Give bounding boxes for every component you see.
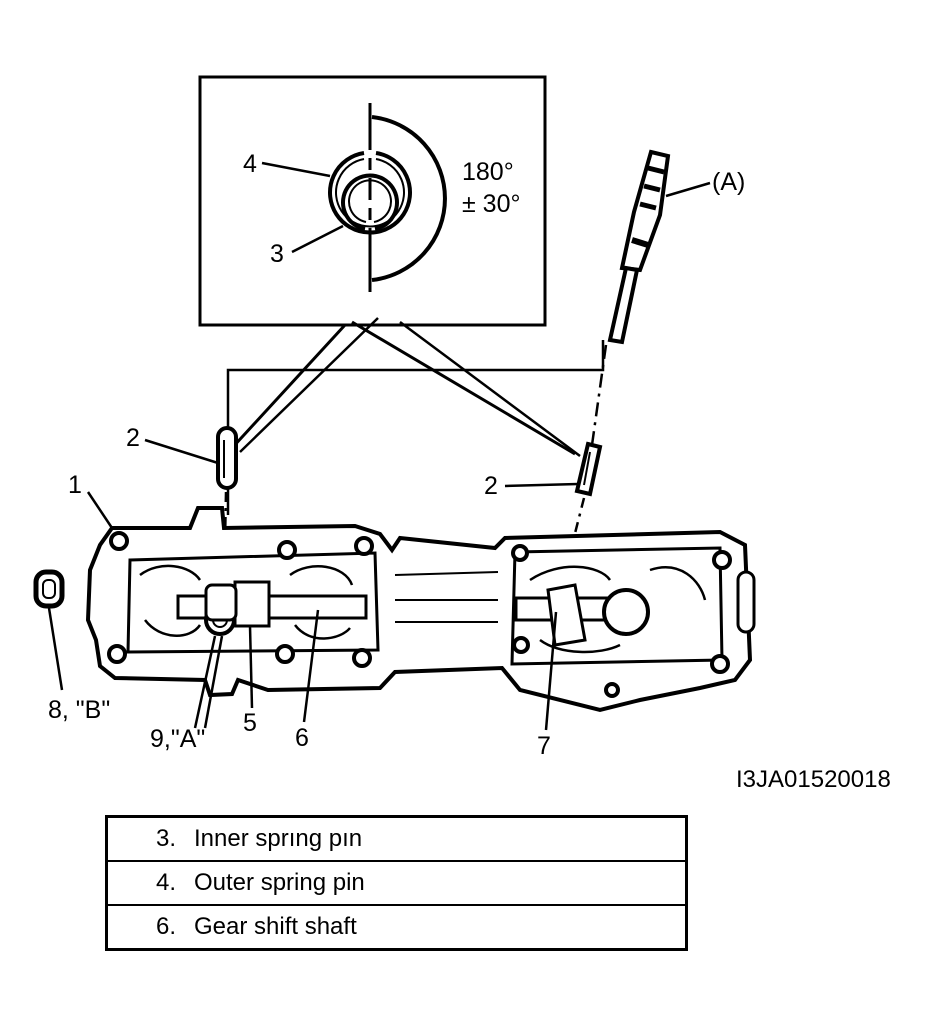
- gear-shift-case: 1: [68, 471, 756, 713]
- callout-4-inset: 4: [243, 150, 257, 178]
- inset-pointer: [230, 317, 581, 458]
- inset-detail: 4 3 180° ± 30°: [198, 75, 547, 327]
- legend-number: 3.: [155, 825, 176, 852]
- callout-8-b: 8, "B": [48, 696, 110, 724]
- angle-value-label: 180°: [462, 158, 514, 186]
- spring-pin-left: 2: [126, 424, 238, 591]
- legend-number: 4.: [155, 869, 176, 896]
- alignment-line: [226, 340, 605, 515]
- legend-row: 4. Outer spring pin: [105, 860, 688, 906]
- callout-1: 1: [68, 471, 82, 499]
- special-tool-a: (A): [590, 149, 745, 446]
- legend-text: Inner sprıng pın: [194, 825, 363, 852]
- callout-3-inset: 3: [270, 240, 284, 268]
- callout-6: 6: [295, 724, 309, 752]
- legend-row: 6. Gear shift shaft: [105, 904, 688, 951]
- legend-number: 6.: [155, 913, 176, 940]
- callout-5: 5: [243, 709, 257, 737]
- callout-tool-a: (A): [712, 168, 745, 196]
- legend-row: 3. Inner sprıng pın: [105, 815, 688, 862]
- legend-text: Outer spring pin: [194, 869, 365, 896]
- angle-tolerance-label: ± 30°: [462, 190, 520, 218]
- legend-text: Gear shift shaft: [194, 913, 357, 940]
- o-ring: 8, "B": [33, 569, 110, 724]
- callout-9-a: 9,"A": [150, 725, 205, 753]
- callout-7: 7: [537, 732, 551, 760]
- callout-2-right: 2: [484, 472, 498, 500]
- lower-callouts: 9,"A" 5 6 7: [150, 609, 558, 760]
- legend-table: 3. Inner sprıng pın 4. Outer spring pin 6.…: [105, 815, 688, 951]
- figure-code: I3JA01520018: [736, 766, 891, 793]
- callout-2-left: 2: [126, 424, 140, 452]
